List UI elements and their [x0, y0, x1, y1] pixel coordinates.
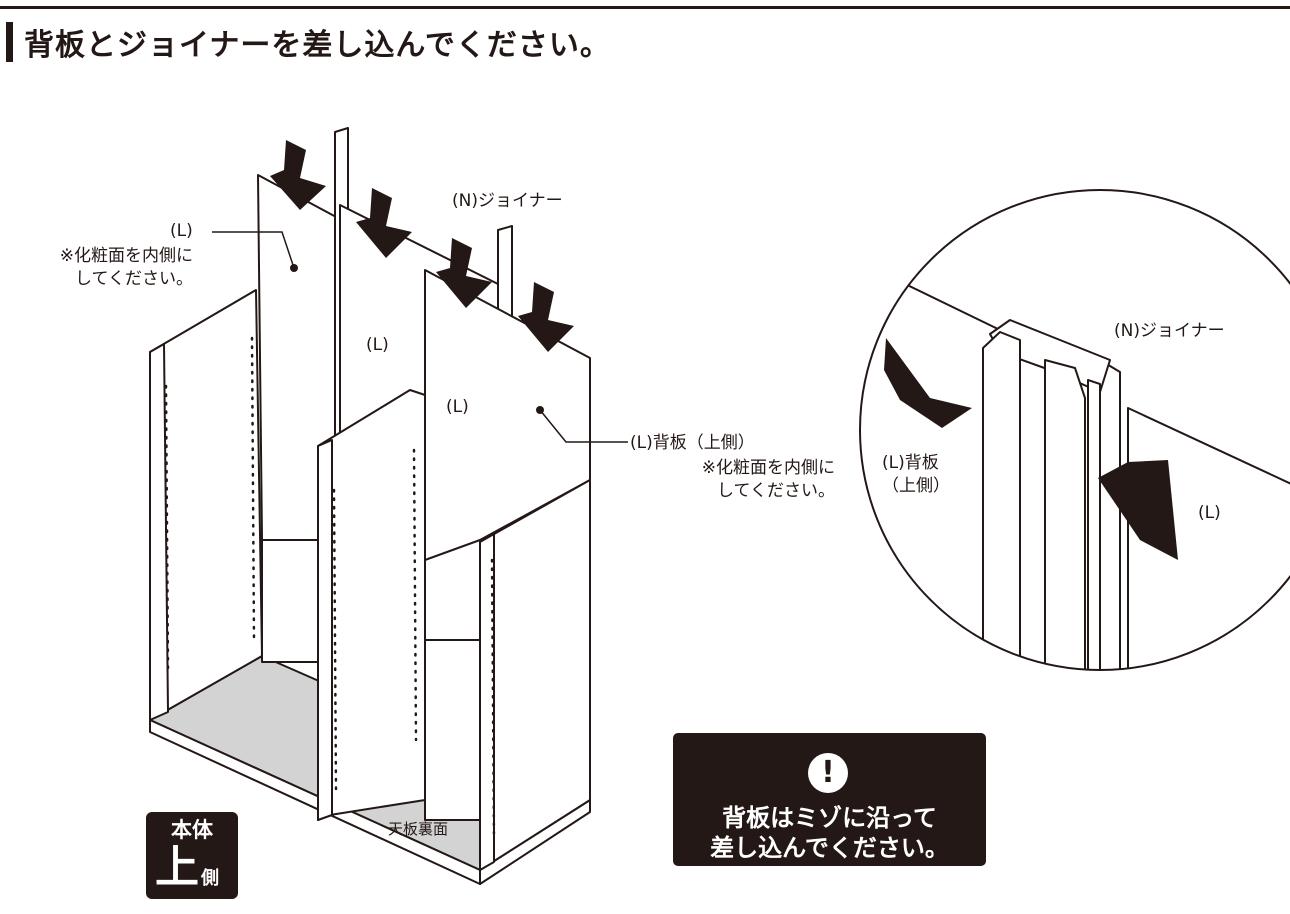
pin-holes-mid-1: [332, 488, 338, 792]
leader-dot: [536, 406, 544, 414]
right-side-panel-edge: [479, 533, 495, 871]
orientation-badge: 本体 上 側: [146, 812, 238, 899]
left-side-panel-edge: [149, 343, 169, 721]
notice-text: 背板はミゾに沿って 差し込んでください。: [710, 804, 949, 862]
detail-circle-border: [859, 189, 1290, 671]
header-rule: [0, 6, 1290, 9]
middle-divider: [317, 389, 426, 821]
right-side-panel: [479, 479, 591, 871]
leader-left-panel: [212, 231, 295, 269]
label-back-upper-note: ※化粧面を内側に してください。: [701, 458, 835, 501]
label-mid-panel-1: (L): [366, 335, 389, 355]
arrow-down-icon: [518, 282, 574, 352]
arrow-down-icon: [356, 188, 412, 258]
arrow-right-icon: [884, 338, 972, 428]
middle-divider-edge: [317, 439, 333, 821]
label-left-note: ※化粧面を内側に してください。: [59, 246, 193, 289]
detail-label-joiner: (N)ジョイナー: [1114, 321, 1225, 341]
exclamation-icon: !: [808, 753, 848, 793]
label-mid-panel-2: (L): [446, 397, 469, 417]
label-top-underside: 天板裏面: [388, 820, 449, 838]
leader-dot: [290, 264, 298, 272]
leader-back-upper: [539, 409, 628, 443]
arrow-down-icon: [270, 140, 326, 210]
detail-label-panel: (L): [1198, 503, 1221, 523]
header-bar: [6, 22, 13, 62]
badge-line1: 本体: [171, 818, 213, 842]
arrow-down-icon: [436, 238, 492, 308]
label-left-panel: (L): [170, 221, 193, 241]
back-panel-upper-window: [424, 639, 481, 821]
insert-arrows: [270, 140, 574, 352]
detail-label-back-upper: (L)背板 （上側）: [882, 453, 950, 496]
detail-joiner-side: [1099, 359, 1121, 670]
pin-holes-mid-2: [412, 448, 418, 742]
detail-joiner-face: [982, 331, 1021, 670]
pin-holes-left-2: [250, 336, 256, 642]
label-joiner: (N)ジョイナー: [452, 191, 563, 211]
detail-joiner-channel: [1044, 359, 1086, 670]
detail-view: [860, 190, 1290, 670]
page-title: 背板とジョイナーを差し込んでください。: [24, 28, 611, 63]
notice-box: ! 背板はミゾに沿って 差し込んでください。: [673, 733, 986, 866]
arrow-left-icon: [1098, 460, 1178, 560]
badge-big: 上: [155, 842, 199, 893]
detail-joiner-rib: [1087, 379, 1101, 670]
badge-small: 側: [201, 868, 219, 889]
label-back-upper: (L)背板（上側）: [630, 433, 755, 453]
